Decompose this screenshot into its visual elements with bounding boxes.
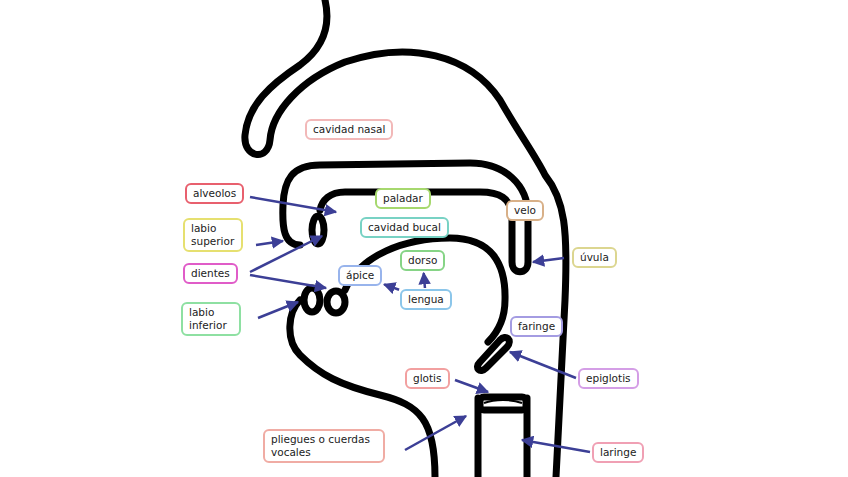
epiglottis xyxy=(478,338,510,371)
part-label: úvula xyxy=(580,251,609,264)
label-box: alveolos xyxy=(185,183,244,204)
part-label: epiglotis xyxy=(586,372,631,385)
leader-line xyxy=(250,197,336,212)
leader-line xyxy=(522,440,590,452)
leader-line xyxy=(455,380,488,392)
tongue xyxy=(345,238,505,342)
label-box: faringe xyxy=(510,316,563,337)
part-label: alveolos xyxy=(193,187,236,200)
part-label: lengua xyxy=(408,293,444,306)
part-label: ápice xyxy=(346,269,374,282)
arrow-connector xyxy=(424,273,425,288)
label-box: epiglotis xyxy=(578,368,639,389)
part-label: velo xyxy=(514,204,536,217)
part-label: labio inferior xyxy=(189,306,233,332)
lower-teeth xyxy=(327,291,345,313)
head-outline xyxy=(245,0,566,477)
part-label: dientes xyxy=(191,267,230,280)
part-label: cavidad nasal xyxy=(313,123,385,136)
vocal-folds xyxy=(484,400,522,403)
part-label: laringe xyxy=(600,446,636,459)
label-box: úvula xyxy=(572,247,617,268)
part-label: cavidad bucal xyxy=(368,221,441,234)
arrow-connector xyxy=(384,284,399,289)
label-box: paladar xyxy=(375,188,431,209)
leader-line xyxy=(250,275,326,288)
label-box: pliegues o cuerdas vocales xyxy=(263,429,385,463)
leader-line xyxy=(258,302,298,318)
leader-line xyxy=(533,258,564,262)
leader-line xyxy=(250,236,322,272)
part-label: glotis xyxy=(413,372,442,385)
label-box: dorso xyxy=(400,250,445,271)
part-label: pliegues o cuerdas vocales xyxy=(271,433,377,459)
part-label: paladar xyxy=(383,192,423,205)
label-box: labio inferior xyxy=(181,302,241,336)
label-box: laringe xyxy=(592,442,644,463)
label-box: velo xyxy=(506,200,544,221)
part-label: labio superior xyxy=(191,222,235,248)
label-box: dientes xyxy=(183,263,238,284)
label-box: cavidad nasal xyxy=(305,119,393,140)
leader-line xyxy=(256,241,283,245)
label-box: glotis xyxy=(405,368,450,389)
lower-lip xyxy=(304,288,320,312)
leader-line xyxy=(405,416,466,450)
part-label: faringe xyxy=(518,320,555,333)
label-box: ápice xyxy=(338,265,382,286)
label-box: cavidad bucal xyxy=(360,217,449,238)
glottis xyxy=(480,397,526,410)
leader-line xyxy=(510,352,576,378)
label-box: labio superior xyxy=(183,218,243,252)
part-label: dorso xyxy=(408,254,437,267)
label-box: lengua xyxy=(400,289,452,310)
